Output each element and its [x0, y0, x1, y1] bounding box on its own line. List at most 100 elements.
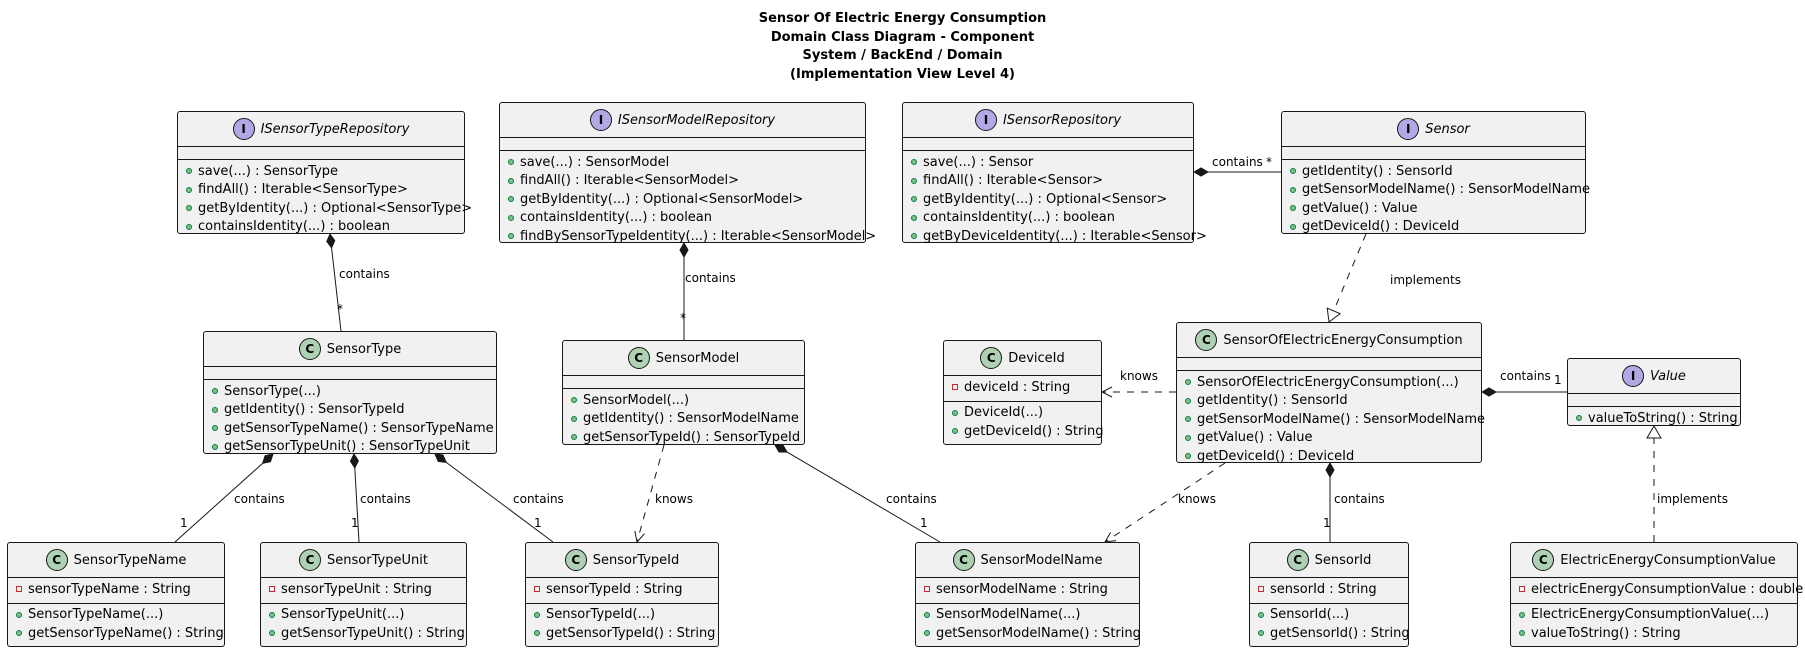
public-visibility-icon [911, 196, 917, 203]
member-text: getIdentity() : SensorTypeId [224, 402, 405, 418]
member-text: SensorModelName(...) [936, 607, 1081, 623]
multiplicity-label: * [680, 311, 686, 325]
public-visibility-icon [924, 611, 930, 618]
member-text: containsIdentity(...) : boolean [198, 219, 391, 235]
class-icon: C [299, 549, 322, 571]
public-visibility-icon [1290, 186, 1296, 193]
class-name: SensorModel [655, 350, 740, 366]
public-visibility-icon [911, 159, 917, 166]
class-name: DeviceId [1008, 350, 1065, 366]
private-visibility-icon [924, 586, 930, 593]
public-visibility-icon [952, 428, 958, 435]
member-text: SensorTypeUnit(...) [281, 607, 405, 623]
public-visibility-icon [186, 168, 192, 175]
public-visibility-icon [571, 434, 577, 441]
class-method: ElectricEnergyConsumptionValue(...) [1511, 606, 1797, 625]
member-text: sensorTypeId : String [546, 581, 683, 597]
class-method: findAll() : Iterable<SensorModel> [500, 172, 865, 191]
relation-label: contains [360, 492, 411, 506]
composition-diamond-icon [1480, 387, 1498, 397]
fields-section: deviceId : String [944, 376, 1101, 402]
relation-line [1104, 462, 1226, 543]
member-text: SensorId(...) [1270, 607, 1350, 623]
member-text: containsIdentity(...) : boolean [923, 210, 1116, 226]
member-text: getDeviceId() : DeviceId [1302, 219, 1460, 235]
class-method: containsIdentity(...) : boolean [178, 218, 464, 237]
class-method: getSensorTypeName() : SensorTypeName [204, 419, 496, 438]
public-visibility-icon [1519, 611, 1525, 618]
public-visibility-icon [269, 611, 275, 618]
member-text: getSensorTypeName() : String [28, 625, 224, 641]
fields-section [1568, 394, 1740, 407]
public-visibility-icon [269, 630, 275, 637]
class-method: save(...) : SensorModel [500, 153, 865, 172]
member-text: SensorTypeId(...) [546, 607, 656, 623]
class-icon: C [1286, 549, 1309, 571]
member-text: containsIdentity(...) : boolean [520, 210, 713, 226]
multiplicity-label: 1 [1323, 516, 1331, 530]
member-text: SensorModel(...) [583, 392, 690, 408]
public-visibility-icon [212, 443, 218, 450]
class-method: getSensorModelName() : SensorModelName [1282, 181, 1590, 200]
relation-line [331, 247, 342, 332]
member-text: getByIdentity(...) : Optional<Sensor> [923, 191, 1168, 207]
class-header: C DeviceId [944, 341, 1101, 376]
diagram-title: Sensor Of Electric Energy Consumption Do… [0, 10, 1805, 84]
realization-arrow-icon [1326, 307, 1342, 323]
class-method: getByIdentity(...) : Optional<SensorType… [178, 199, 472, 218]
title-line: Sensor Of Electric Energy Consumption [758, 11, 1047, 26]
relation-label: knows [1120, 369, 1158, 383]
class-method: SensorTypeName(...) [8, 606, 224, 625]
fields-section [500, 138, 865, 151]
member-text: getValue() : Value [1302, 200, 1418, 216]
public-visibility-icon [1185, 397, 1191, 404]
class-name: SensorTypeId [592, 552, 680, 568]
class-field: sensorId : String [1250, 580, 1408, 599]
public-visibility-icon [186, 223, 192, 230]
public-visibility-icon [534, 611, 540, 618]
class-icon: C [45, 549, 68, 571]
title-line: Domain Class Diagram - Component [770, 29, 1035, 45]
class-method: DeviceId(...) [944, 404, 1101, 423]
class-method: valueToString() : String [1511, 624, 1797, 643]
class-method: SensorTypeId(...) [526, 606, 718, 625]
member-text: valueToString() : String [1588, 410, 1738, 426]
class-icon: C [564, 549, 587, 571]
class-field: sensorModelName : String [916, 580, 1139, 599]
class-method: getSensorId() : String [1250, 624, 1410, 643]
member-text: sensorId : String [1270, 581, 1377, 597]
methods-section: SensorTypeId(...)getSensorTypeId() : Str… [526, 604, 718, 647]
fields-section [1282, 147, 1585, 160]
private-visibility-icon [952, 384, 958, 391]
methods-section: SensorModel(...)getIdentity() : SensorMo… [563, 389, 804, 451]
multiplicity-label: * [1266, 155, 1272, 169]
class-field: deviceId : String [944, 378, 1101, 397]
interface-icon: I [1397, 118, 1420, 140]
class-method: findAll() : Iterable<Sensor> [903, 172, 1193, 191]
class-method: findAll() : Iterable<SensorType> [178, 181, 464, 200]
fields-section [204, 367, 496, 380]
class-icon: C [980, 347, 1003, 369]
member-text: save(...) : Sensor [923, 154, 1034, 170]
class-name: ISensorRepository [1002, 112, 1122, 128]
multiplicity-label: 1 [534, 516, 542, 530]
public-visibility-icon [952, 409, 958, 416]
class-icon: C [1195, 329, 1218, 351]
relation-line [445, 461, 554, 543]
class-method: findBySensorTypeIdentity(...) : Iterable… [500, 227, 876, 246]
member-text: sensorTypeUnit : String [281, 581, 432, 597]
public-visibility-icon [508, 177, 514, 184]
private-visibility-icon [16, 586, 22, 593]
public-visibility-icon [186, 205, 192, 212]
